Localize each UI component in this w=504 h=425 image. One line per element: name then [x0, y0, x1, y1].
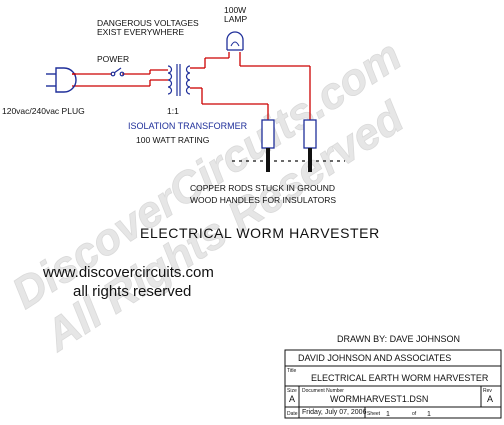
size-caption: Size — [287, 388, 297, 394]
lamp-watt-label: 100W — [224, 5, 246, 15]
transformer-label: ISOLATION TRANSFORMER — [128, 121, 248, 131]
plug-icon — [46, 67, 77, 93]
website-label: www.discovercircuits.com — [42, 264, 214, 281]
rev-value: A — [487, 394, 493, 404]
isolation-transformer-icon — [167, 64, 191, 96]
rods-line-2: WOOD HANDLES FOR INSULATORS — [190, 195, 336, 205]
power-switch-icon — [110, 67, 125, 77]
rods-line-1: COPPER RODS STUCK IN GROUND — [190, 183, 335, 193]
ratio-label: 1:1 — [167, 106, 179, 116]
warning-line-2: EXIST EVERYWHERE — [97, 27, 184, 37]
sheet-value: 1 — [386, 411, 390, 418]
date-caption: Date — [287, 411, 298, 417]
drawn-by: DRAWN BY: DAVE JOHNSON — [337, 334, 460, 344]
copper-rod-2 — [303, 119, 317, 172]
labels: DANGEROUS VOLTAGES EXIST EVERYWHERE 100W… — [2, 5, 380, 300]
of-value: 1 — [427, 411, 431, 418]
lamp-word-label: LAMP — [224, 14, 247, 24]
of-caption: of — [412, 411, 417, 417]
title-block: DRAWN BY: DAVE JOHNSON DAVID JOHNSON AND… — [284, 334, 502, 419]
rights-label: all rights reserved — [73, 283, 191, 300]
power-label: POWER — [97, 54, 129, 64]
doc-number: WORMHARVEST1.DSN — [330, 394, 428, 404]
sheet-caption: Sheet — [367, 411, 381, 417]
warning-line-1: DANGEROUS VOLTAGES — [97, 18, 199, 28]
lamp-icon — [226, 31, 244, 51]
doc-caption: Document Number — [302, 388, 344, 394]
plug-label: 120vac/240vac PLUG — [2, 106, 85, 116]
company-name: DAVID JOHNSON AND ASSOCIATES — [298, 353, 451, 363]
copper-rod-1 — [261, 119, 275, 172]
size-value: A — [289, 394, 295, 404]
date-value: Friday, July 07, 2006 — [302, 409, 367, 416]
drawing-title: ELECTRICAL EARTH WORM HARVESTER — [311, 373, 489, 383]
wiring — [72, 52, 311, 120]
title-block-frame — [284, 349, 502, 419]
title-label: ELECTRICAL WORM HARVESTER — [140, 225, 380, 241]
rev-caption: Rev — [483, 388, 492, 394]
title-caption: Title — [287, 368, 296, 374]
rating-label: 100 WATT RATING — [136, 135, 209, 145]
